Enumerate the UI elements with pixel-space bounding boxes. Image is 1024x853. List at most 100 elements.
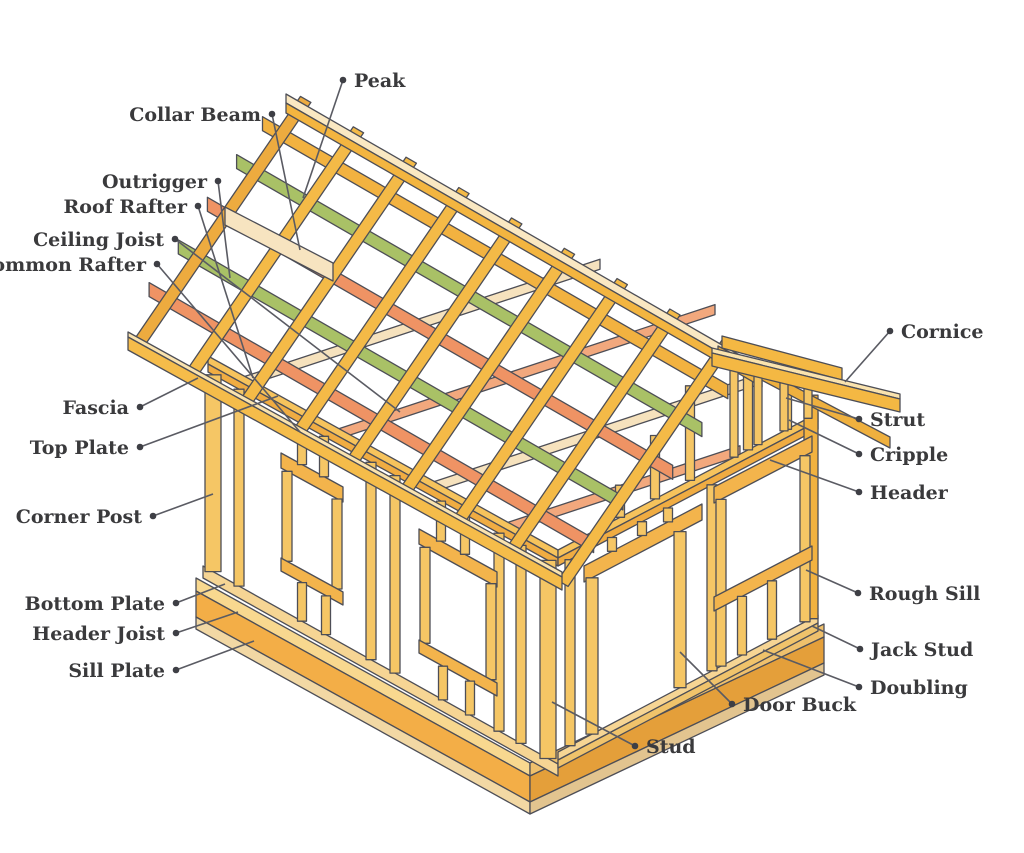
leader-line xyxy=(175,640,255,671)
leader-line xyxy=(811,625,861,650)
door-buck-stud xyxy=(585,577,599,735)
sill-plate-band-right xyxy=(529,662,825,815)
label-bottom-plate: Bottom Plate xyxy=(25,583,226,615)
label-text: Bottom Plate xyxy=(25,593,165,615)
leader-dot xyxy=(153,260,161,268)
label-text: Strut xyxy=(870,409,925,431)
label-text: Sill Plate xyxy=(68,660,165,682)
strut-board xyxy=(729,358,739,458)
leader-dot xyxy=(172,599,180,607)
label-jack-stud: Jack Stud xyxy=(811,625,973,661)
leader-line xyxy=(175,583,226,604)
label-sill-plate: Sill Plate xyxy=(68,640,255,682)
label-text: Header xyxy=(870,482,949,504)
leader-line xyxy=(217,180,231,279)
label-text: Door Buck xyxy=(743,694,857,716)
leader-line xyxy=(156,263,301,433)
stud xyxy=(365,461,377,661)
collar-beam-board xyxy=(224,206,334,282)
floor-platform xyxy=(195,577,825,815)
window-header xyxy=(713,435,813,504)
label-text: Doubling xyxy=(870,677,968,699)
leader-dot xyxy=(856,645,864,653)
stud xyxy=(515,544,527,745)
cripple xyxy=(766,580,778,640)
leader-line xyxy=(762,649,860,688)
sill-plate-band xyxy=(195,616,531,815)
label-text: Jack Stud xyxy=(869,639,973,661)
label-corner-post: Corner Post xyxy=(16,493,214,528)
label-text: Header Joist xyxy=(32,623,165,645)
jack-stud xyxy=(281,470,293,562)
leader-line xyxy=(805,569,859,594)
cripple xyxy=(464,680,476,716)
label-cornice: Cornice xyxy=(844,321,984,383)
corner-post xyxy=(204,374,222,573)
label-stud: Stud xyxy=(551,701,696,758)
rough-sill-board xyxy=(713,545,813,612)
label-rough-sill: Rough Sill xyxy=(805,569,980,605)
stud xyxy=(389,474,401,674)
leader-dot xyxy=(855,450,863,458)
label-text: Roof Rafter xyxy=(63,196,187,218)
label-text: Collar Beam xyxy=(129,104,261,126)
label-fascia: Fascia xyxy=(62,377,199,419)
stud xyxy=(706,484,718,672)
leader-dot xyxy=(728,700,736,708)
leader-dot xyxy=(855,415,863,423)
jack-stud xyxy=(715,498,727,667)
label-door-buck: Door Buck xyxy=(679,651,857,716)
rough-sill-board xyxy=(418,639,498,697)
cripple xyxy=(437,665,449,701)
leader-dot xyxy=(268,110,276,118)
label-cripple: Cripple xyxy=(788,419,948,466)
label-collar-beam: Collar Beam xyxy=(129,104,301,251)
fascia-board xyxy=(127,336,563,591)
leader-line xyxy=(551,701,636,747)
jack-stud xyxy=(799,455,811,623)
leader-line xyxy=(271,113,301,251)
stud xyxy=(233,388,245,587)
leader-dot xyxy=(886,327,894,335)
label-roof-rafter: Roof Rafter xyxy=(63,196,254,379)
leader-dot xyxy=(855,488,863,496)
leader-dot xyxy=(172,666,180,674)
jack-stud xyxy=(331,498,343,590)
label-text: Cripple xyxy=(870,444,948,466)
label-text: Fascia xyxy=(62,397,129,419)
leader-line xyxy=(785,397,860,420)
label-text: Corner Post xyxy=(16,506,142,528)
leader-dot xyxy=(136,403,144,411)
leader-dot xyxy=(172,629,180,637)
leader-dot xyxy=(631,742,639,750)
label-outrigger: Outrigger xyxy=(102,171,231,279)
header-joist-band xyxy=(195,590,531,803)
roof xyxy=(127,93,763,591)
leader-line xyxy=(844,330,891,383)
jack-stud xyxy=(485,583,497,681)
leader-dot xyxy=(855,683,863,691)
stud xyxy=(564,559,576,747)
label-strut: Strut xyxy=(785,397,925,431)
label-text: Cornice xyxy=(901,321,984,343)
leader-line xyxy=(679,651,733,705)
cripple xyxy=(320,595,332,636)
leader-dot xyxy=(854,589,862,597)
gable-overhang xyxy=(711,335,901,458)
label-text: Common Rafter xyxy=(0,254,147,276)
label-text: Stud xyxy=(646,736,696,758)
label-ceiling-joist: Ceiling Joist xyxy=(33,229,401,413)
label-top-plate: Top Plate xyxy=(30,395,279,459)
label-text: Rough Sill xyxy=(869,583,980,605)
leader-line xyxy=(197,205,254,379)
label-header: Header xyxy=(769,459,949,504)
leader-line xyxy=(788,419,860,455)
cripple xyxy=(606,536,618,552)
cripple xyxy=(736,595,748,656)
rough-sill-board xyxy=(280,557,344,606)
leader-dot xyxy=(171,235,179,243)
corner-post-front xyxy=(539,559,557,760)
